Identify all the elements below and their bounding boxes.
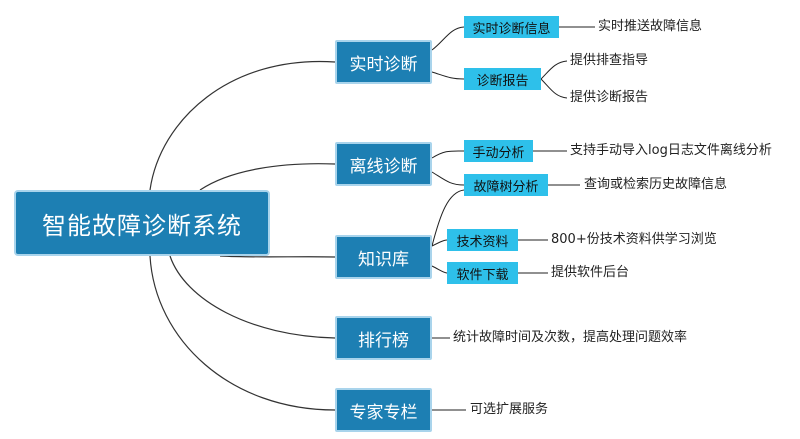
leaf-troubleshoot-guide: 提供排查指导 bbox=[570, 53, 649, 68]
branch-offline-diagnosis[interactable]: 离线诊断 bbox=[335, 142, 432, 186]
sub-realtime-info[interactable]: 实时诊断信息 bbox=[464, 16, 559, 38]
branch-knowledge-base[interactable]: 知识库 bbox=[335, 235, 432, 279]
leaf-software-backend: 提供软件后台 bbox=[551, 265, 630, 280]
branch-label: 知识库 bbox=[358, 249, 409, 270]
link-root-realtime bbox=[149, 60, 336, 191]
leaf-realtime-push: 实时推送故障信息 bbox=[598, 19, 703, 34]
sub-label: 手动分析 bbox=[472, 145, 525, 161]
leaf-docs-count: 800+份技术资料供学习浏览 bbox=[551, 232, 717, 247]
link-knowledge-sub1 bbox=[431, 239, 448, 247]
branch-label: 排行榜 bbox=[358, 330, 409, 351]
link-root-expert bbox=[149, 255, 336, 411]
link-realtime-sub2 bbox=[431, 71, 465, 80]
link-sub2-leaf2 bbox=[540, 78, 568, 99]
link-offline-sub1 bbox=[431, 150, 465, 159]
sub-software-download[interactable]: 软件下载 bbox=[447, 262, 518, 284]
leaf-history-search: 查询或检索历史故障信息 bbox=[584, 177, 728, 192]
link-realtime-sub1 bbox=[431, 26, 465, 51]
sub-diagnosis-report[interactable]: 诊断报告 bbox=[464, 68, 541, 90]
link-knowledge-sub2 bbox=[431, 265, 448, 274]
leaf-optional-service: 可选扩展服务 bbox=[470, 402, 549, 417]
link-knowledge-fault-tree bbox=[431, 189, 465, 247]
link-root-knowledge bbox=[219, 255, 336, 258]
branch-label: 离线诊断 bbox=[349, 156, 418, 177]
sub-label: 故障树分析 bbox=[473, 179, 539, 195]
branch-realtime-diagnosis[interactable]: 实时诊断 bbox=[335, 40, 432, 84]
root-node[interactable]: 智能故障诊断系统 bbox=[14, 190, 270, 256]
link-root-ranking bbox=[169, 255, 336, 339]
sub-manual-analysis[interactable]: 手动分析 bbox=[464, 140, 533, 162]
link-offline-sub2 bbox=[431, 171, 465, 186]
link-sub2-leaf1 bbox=[540, 60, 568, 80]
branch-label: 专家专栏 bbox=[349, 402, 418, 423]
sub-label: 实时诊断信息 bbox=[472, 21, 551, 37]
sub-technical-docs[interactable]: 技术资料 bbox=[447, 229, 518, 251]
sub-fault-tree-analysis[interactable]: 故障树分析 bbox=[464, 174, 548, 196]
branch-label: 实时诊断 bbox=[349, 54, 418, 75]
sub-label: 技术资料 bbox=[456, 234, 509, 250]
root-label: 智能故障诊断系统 bbox=[42, 211, 242, 240]
leaf-log-import: 支持手动导入log日志文件离线分析 bbox=[570, 143, 772, 158]
branch-expert-column[interactable]: 专家专栏 bbox=[335, 388, 432, 432]
leaf-ranking-stats: 统计故障时间及次数，提高处理问题效率 bbox=[453, 330, 688, 345]
branch-ranking[interactable]: 排行榜 bbox=[335, 316, 432, 360]
sub-label: 诊断报告 bbox=[476, 73, 529, 89]
leaf-diagnosis-report: 提供诊断报告 bbox=[570, 90, 649, 105]
sub-label: 软件下载 bbox=[456, 267, 509, 283]
link-root-offline bbox=[199, 163, 336, 191]
